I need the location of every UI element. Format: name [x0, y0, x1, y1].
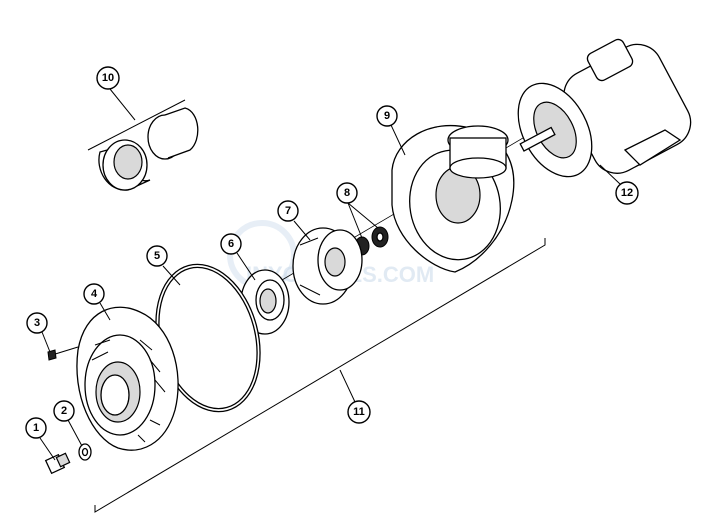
motor[interactable] [503, 36, 699, 190]
callout-2-label: 2 [61, 405, 67, 417]
callout-2: 2 [53, 400, 75, 422]
callout-1: 1 [25, 417, 47, 439]
drain-plug[interactable] [44, 452, 71, 475]
cover-screw[interactable] [47, 346, 79, 361]
callout-9: 9 [376, 105, 398, 127]
callout-6-label: 6 [228, 238, 234, 250]
callout-10-label: 10 [102, 72, 114, 84]
callout-7: 7 [277, 200, 299, 222]
callout-3: 3 [26, 312, 48, 334]
callout-1-label: 1 [33, 422, 39, 434]
callout-3-label: 3 [34, 317, 40, 329]
callout-5: 5 [146, 245, 168, 267]
assembly-bracket [94, 238, 546, 513]
callout-8-label: 8 [344, 187, 350, 199]
callout-7-label: 7 [285, 205, 291, 217]
callout-5-label: 5 [154, 250, 160, 262]
callout-12: 12 [615, 181, 639, 205]
o-ring[interactable] [140, 253, 275, 424]
impeller[interactable] [292, 227, 363, 305]
callout-9-label: 9 [384, 110, 390, 122]
pump-cover[interactable] [76, 306, 179, 451]
callout-8: 8 [336, 182, 358, 204]
callout-10: 10 [96, 66, 120, 90]
callout-4: 4 [83, 283, 105, 305]
callout-6: 6 [220, 233, 242, 255]
callout-11-label: 11 [353, 406, 365, 418]
volute-housing[interactable] [391, 124, 515, 273]
drain-washer[interactable] [78, 443, 92, 461]
union-fitting[interactable] [87, 99, 199, 191]
leader-lines [39, 88, 621, 461]
callout-4-label: 4 [91, 288, 98, 300]
callout-12-label: 12 [621, 187, 633, 199]
callout-11: 11 [347, 400, 371, 424]
